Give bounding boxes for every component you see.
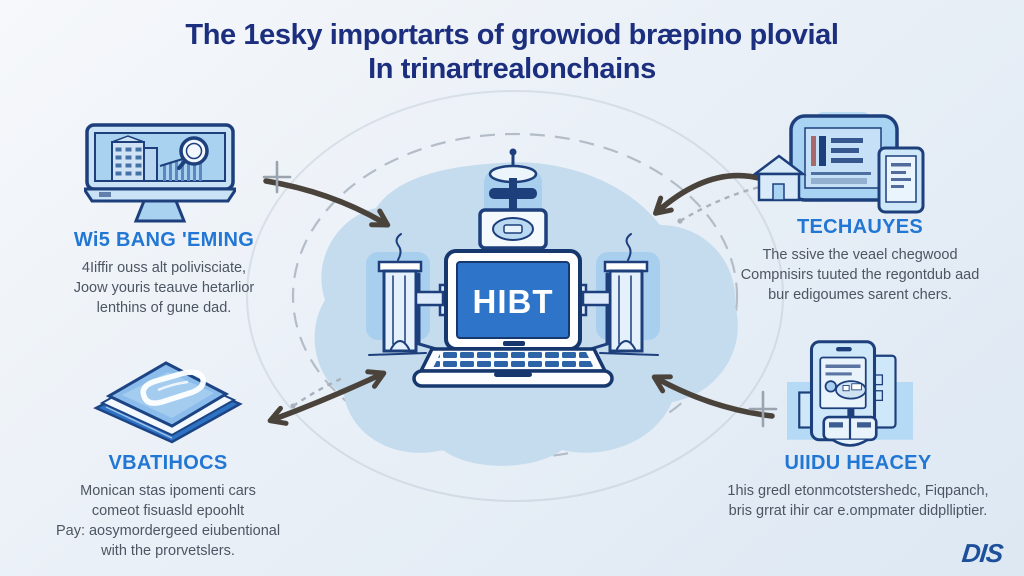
plus-crosses	[262, 160, 778, 428]
section-body-bottom-left: Monican stas ipomenti cars comeot fisuas…	[55, 483, 281, 559]
device-machine-icon	[787, 340, 913, 447]
section-heading-top-left: Wi5 BANG 'EMING	[73, 229, 255, 251]
title-line-1: The 1esky importarts of growiod bræpino …	[185, 19, 839, 51]
page-title: The 1esky importarts of growiod bræpino …	[0, 18, 1024, 86]
section-heading-bottom-right: UIIDU HEACEY	[784, 452, 932, 474]
section-body-top-left: 4Iiffir ouss alt polivisciate, Joow your…	[73, 260, 255, 316]
section-bottom-left: VBATIHOCS Monican stas ipomenti cars com…	[18, 452, 318, 561]
curve-arrow-up-left	[651, 374, 775, 419]
arrows	[263, 172, 779, 426]
book-icon	[93, 361, 243, 444]
monitor-analytics-icon	[84, 123, 236, 223]
curve-arrow-down-right	[263, 178, 391, 228]
antenna-icon	[478, 148, 548, 265]
section-heading-bottom-left: VBATIHOCS	[108, 452, 228, 474]
dashed-curves	[292, 185, 761, 407]
section-heading-top-right: TECHAUYES	[796, 216, 924, 238]
brand-logo: DIS	[960, 538, 1004, 568]
section-body-top-right: The ssive the veael chegwood Compnisirs …	[740, 247, 980, 303]
section-bottom-right: UIIDU HEACEY 1his gredl etonmcotstershed…	[700, 452, 1016, 521]
section-body-bottom-right: 1his gredl etonmcotstershedc, Fiqpanch, …	[727, 483, 989, 519]
curve-arrow-double	[267, 369, 387, 426]
laptop-icon: HIBT	[412, 249, 614, 388]
laptop-screen-label: HIBT	[473, 283, 554, 320]
document-phone-icon	[753, 112, 925, 214]
section-top-right: TECHAUYES The ssive the veael chegwood C…	[716, 216, 1004, 305]
faint-ellipse	[246, 90, 784, 502]
section-top-left: Wi5 BANG 'EMING 4Iiffir ouss alt polivis…	[28, 229, 300, 318]
title-line-2: In trinartrealonchains	[368, 53, 656, 86]
